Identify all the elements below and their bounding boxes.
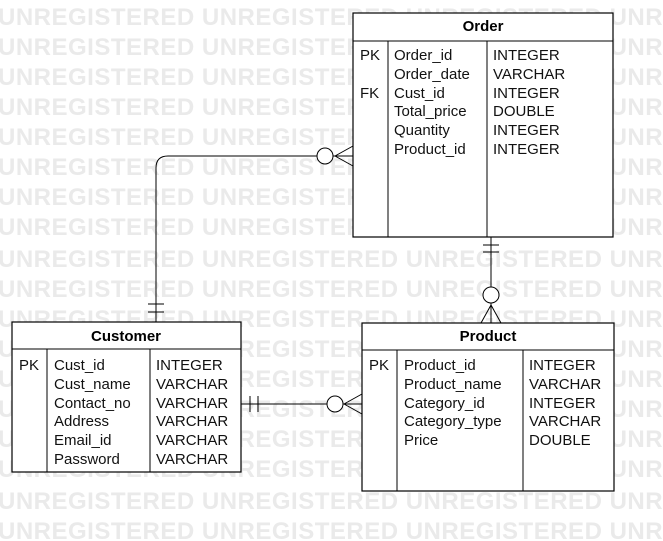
attribute-name: Product_name (404, 376, 502, 393)
zero-circle (326, 395, 344, 413)
attribute-name: Product_id (394, 141, 466, 158)
attribute-name: Product_id (404, 357, 476, 374)
attribute-name: Address (54, 413, 109, 430)
crowfoot-many (343, 393, 363, 415)
attribute-type: VARCHAR (156, 413, 228, 430)
attribute-name: Price (404, 432, 438, 449)
attribute-type: VARCHAR (156, 376, 228, 393)
attribute-type: INTEGER (529, 395, 596, 412)
relationship-customer-order[interactable] (148, 145, 354, 322)
attribute-type: VARCHAR (156, 395, 228, 412)
attribute-type: DOUBLE (493, 103, 555, 120)
attribute-type: INTEGER (493, 122, 560, 139)
attribute-name: Category_type (404, 413, 502, 430)
crowfoot-many (480, 304, 502, 324)
attribute-type: VARCHAR (156, 432, 228, 449)
attribute-name: Quantity (394, 122, 450, 139)
connector-line (155, 155, 353, 322)
zero-circle (482, 286, 500, 304)
attribute-name: Cust_id (394, 85, 445, 102)
entity-title: Customer (91, 328, 161, 345)
attribute-type: INTEGER (493, 85, 560, 102)
attribute-type: VARCHAR (529, 413, 601, 430)
key-cell: PK (19, 357, 39, 374)
entity-order[interactable]: Order PK Order_id INTEGER Order_date VAR… (352, 12, 614, 238)
entity-box (11, 321, 242, 473)
key-cell: PK (369, 357, 389, 374)
attribute-name: Category_id (404, 395, 485, 412)
attribute-name: Cust_name (54, 376, 131, 393)
attribute-name: Total_price (394, 103, 467, 120)
attribute-name: Order_id (394, 47, 452, 64)
attribute-name: Password (54, 451, 120, 468)
attribute-name: Contact_no (54, 395, 131, 412)
entity-product[interactable]: Product PK Product_id INTEGER Product_na… (361, 322, 615, 492)
attribute-name: Order_date (394, 66, 470, 83)
key-cell: PK (360, 47, 380, 64)
attribute-type: INTEGER (529, 357, 596, 374)
entity-title: Order (463, 18, 504, 35)
attribute-type: INTEGER (156, 357, 223, 374)
crowfoot-many (334, 145, 354, 167)
attribute-type: VARCHAR (493, 66, 565, 83)
attribute-type: VARCHAR (156, 451, 228, 468)
entity-customer[interactable]: Customer PK Cust_id INTEGER Cust_name VA… (11, 321, 242, 473)
attribute-name: Cust_id (54, 357, 105, 374)
zero-circle (316, 147, 334, 165)
attribute-type: INTEGER (493, 47, 560, 64)
relationship-order-product[interactable] (480, 237, 502, 324)
entity-box (361, 322, 615, 492)
attribute-type: VARCHAR (529, 376, 601, 393)
relationship-customer-product[interactable] (241, 393, 363, 415)
attribute-type: INTEGER (493, 141, 560, 158)
entity-box (352, 12, 614, 238)
attribute-name: Email_id (54, 432, 112, 449)
key-cell: FK (360, 85, 379, 102)
entity-title: Product (460, 328, 517, 345)
attribute-type: DOUBLE (529, 432, 591, 449)
